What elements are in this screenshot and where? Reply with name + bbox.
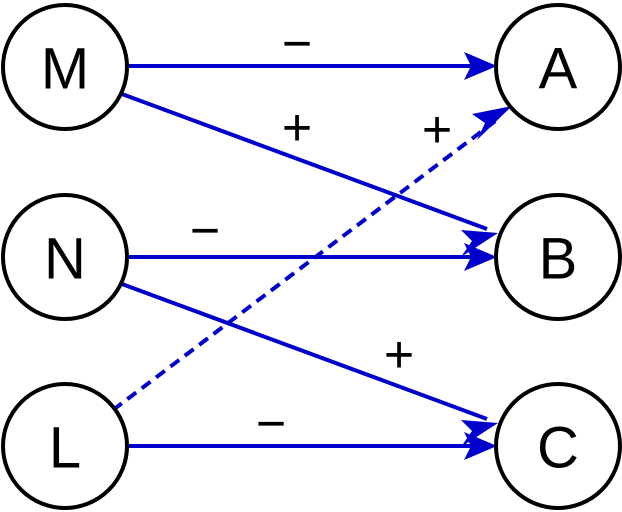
node-b[interactable]: B bbox=[494, 193, 622, 321]
edge-m-to-a-arrowhead bbox=[464, 52, 497, 80]
node-b-label: B bbox=[539, 227, 578, 292]
edge-label-layer: − + + − + − bbox=[190, 15, 452, 453]
node-m-circle bbox=[1, 3, 129, 131]
edge-n-to-c-line bbox=[121, 282, 488, 421]
node-n-circle bbox=[1, 193, 129, 321]
node-c-label: C bbox=[537, 416, 579, 481]
node-n-label: N bbox=[44, 227, 86, 292]
edge-sign-m-to-a: − bbox=[282, 15, 312, 73]
edge-sign-m-to-b: + bbox=[282, 99, 312, 157]
edge-n-to-b[interactable] bbox=[128, 243, 497, 271]
node-m-label: M bbox=[41, 37, 89, 102]
edge-l-to-c-arrowhead bbox=[464, 432, 497, 460]
node-layer: M N L A B C bbox=[1, 3, 622, 510]
node-l[interactable]: L bbox=[1, 382, 129, 510]
node-n[interactable]: N bbox=[1, 193, 129, 321]
edge-sign-n-to-c: + bbox=[384, 326, 414, 384]
edge-sign-n-to-b: − bbox=[190, 202, 220, 260]
edge-m-to-a[interactable] bbox=[128, 52, 497, 80]
edge-n-to-c[interactable] bbox=[121, 282, 498, 447]
node-b-circle bbox=[494, 193, 622, 321]
edge-l-to-c[interactable] bbox=[128, 432, 497, 460]
edge-m-to-b-line bbox=[121, 92, 488, 231]
node-a[interactable]: A bbox=[494, 3, 622, 131]
node-c-circle bbox=[494, 382, 622, 510]
edge-l-to-a[interactable] bbox=[111, 106, 512, 412]
node-l-label: L bbox=[49, 416, 81, 481]
edge-sign-l-to-a: + bbox=[422, 101, 452, 159]
node-l-circle bbox=[1, 382, 129, 510]
edge-l-to-a-arrowhead bbox=[472, 106, 512, 140]
node-c[interactable]: C bbox=[494, 382, 622, 510]
edge-n-to-b-arrowhead bbox=[464, 243, 497, 271]
node-a-label: A bbox=[539, 37, 578, 102]
edge-sign-l-to-c: − bbox=[256, 395, 286, 453]
node-a-circle bbox=[494, 3, 622, 131]
node-m[interactable]: M bbox=[1, 3, 129, 131]
edge-l-to-a-line bbox=[111, 117, 500, 412]
edge-layer bbox=[111, 52, 512, 460]
